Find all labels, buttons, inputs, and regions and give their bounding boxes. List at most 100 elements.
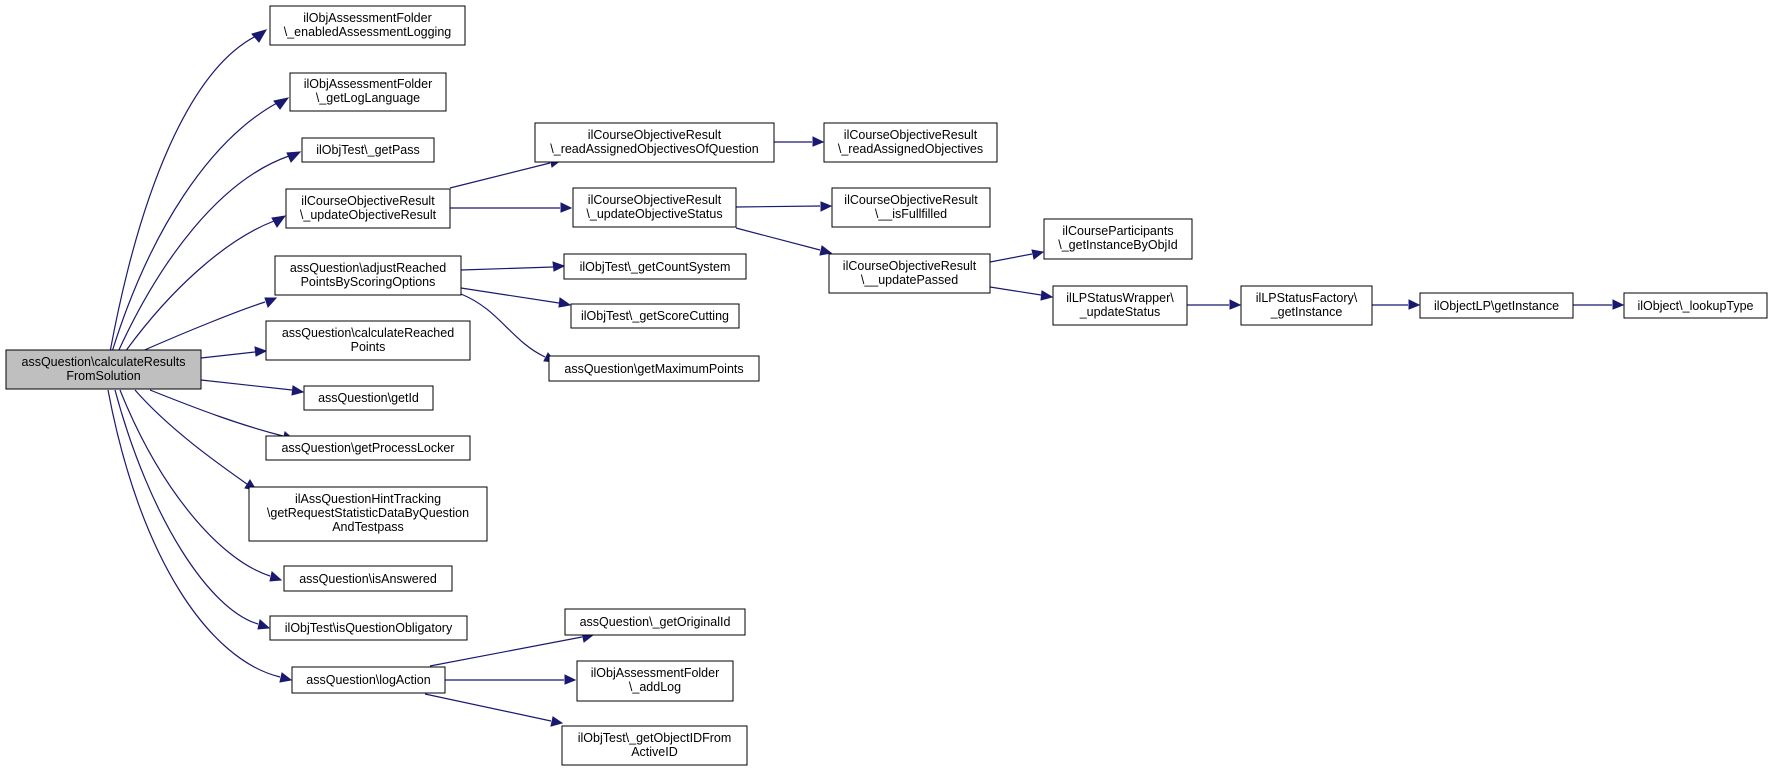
node-read-assigned-objectives-of-question[interactable]: ilCourseObjectiveResult \_readAssignedOb… bbox=[534, 122, 775, 163]
node-label-line: ilObject\_lookupType bbox=[1637, 299, 1753, 313]
node-label-line: \_enabledAssessmentLogging bbox=[284, 25, 452, 39]
node-hint-tracking-request-statistic[interactable]: ilAssQuestionHintTracking \getRequestSta… bbox=[248, 486, 488, 542]
node-label-line: assQuestion\calculateResults bbox=[22, 355, 186, 369]
node-get-id[interactable]: assQuestion\getId bbox=[303, 385, 434, 411]
node-lp-status-factory-get-instance[interactable]: ilLPStatusFactory\ _getInstance bbox=[1240, 285, 1373, 326]
node-label-line: PointsByScoringOptions bbox=[301, 275, 436, 289]
node-label-line: \_updateObjectiveStatus bbox=[586, 207, 722, 221]
node-label-line: \_getLogLanguage bbox=[316, 91, 420, 105]
node-log-action[interactable]: assQuestion\logAction bbox=[291, 666, 446, 694]
node-is-question-obligatory[interactable]: ilObjTest\isQuestionObligatory bbox=[269, 615, 468, 641]
node-get-log-language[interactable]: ilObjAssessmentFolder \_getLogLanguage bbox=[289, 72, 447, 112]
node-root-calculate-results-from-solution[interactable]: assQuestion\calculateResults FromSolutio… bbox=[5, 349, 202, 390]
node-object-lookup-type[interactable]: ilObject\_lookupType bbox=[1623, 292, 1768, 319]
node-is-answered[interactable]: assQuestion\isAnswered bbox=[283, 565, 453, 592]
node-label-line: AndTestpass bbox=[332, 520, 404, 534]
node-label-line: \_readAssignedObjectivesOfQuestion bbox=[550, 142, 758, 156]
node-label-line: ilLPStatusWrapper\ bbox=[1066, 291, 1174, 305]
node-label-line: ilCourseObjectiveResult bbox=[843, 259, 977, 273]
node-get-process-locker[interactable]: assQuestion\getProcessLocker bbox=[265, 435, 471, 461]
edge-adjust-reached-to-get-score-cutting bbox=[460, 287, 572, 308]
edge-read-assigned-of-question-to-read-assigned bbox=[774, 136, 825, 147]
edge-root-to-get-process-locker bbox=[149, 389, 296, 442]
node-label-line: ilCourseObjectiveResult bbox=[588, 193, 722, 207]
edge-root-to-get-pass bbox=[117, 151, 302, 353]
node-label-line: assQuestion\calculateReached bbox=[282, 326, 454, 340]
edge-root-to-calculate-reached bbox=[200, 346, 268, 359]
node-label-line: ilObjTest\isQuestionObligatory bbox=[285, 621, 453, 635]
node-label-line: ilObjAssessmentFolder bbox=[303, 11, 432, 25]
node-label-line: \getRequestStatisticDataByQuestion bbox=[267, 506, 469, 520]
edge-root-to-is-question-obligatory bbox=[114, 389, 271, 630]
node-label-line: ActiveID bbox=[631, 745, 678, 759]
call-edges bbox=[107, 29, 1625, 727]
edge-adjust-reached-to-get-count-system bbox=[460, 261, 566, 272]
node-object-lp-get-instance[interactable]: ilObjectLP\getInstance bbox=[1419, 292, 1574, 319]
edge-update-passed-to-get-instance-by-obj-id bbox=[989, 249, 1045, 263]
node-enabled-assessment-logging[interactable]: ilObjAssessmentFolder \_enabledAssessmen… bbox=[269, 5, 466, 46]
node-label-line: assQuestion\getProcessLocker bbox=[281, 441, 454, 455]
node-get-original-id[interactable]: assQuestion\_getOriginalId bbox=[564, 608, 746, 636]
edge-root-to-log-action bbox=[107, 389, 293, 683]
node-label-line: ilCourseObjectiveResult bbox=[588, 128, 722, 142]
node-get-count-system[interactable]: ilObjTest\_getCountSystem bbox=[563, 253, 747, 280]
node-is-fullfilled[interactable]: ilCourseObjectiveResult \__isFullfilled bbox=[831, 187, 991, 228]
node-label-line: ilObjAssessmentFolder bbox=[304, 77, 433, 91]
edge-root-to-is-answered bbox=[119, 389, 283, 582]
edge-update-objective-result-to-update-objective-status bbox=[450, 202, 573, 213]
node-get-instance-by-obj-id[interactable]: ilCourseParticipants \_getInstanceByObjI… bbox=[1043, 218, 1193, 260]
edge-lp-factory-to-object-lp bbox=[1372, 299, 1421, 310]
node-update-objective-result[interactable]: ilCourseObjectiveResult \_updateObjectiv… bbox=[285, 188, 451, 229]
node-label-line: _updateStatus bbox=[1079, 305, 1161, 319]
edge-log-action-to-add-log bbox=[445, 674, 577, 685]
node-label-line: assQuestion\isAnswered bbox=[299, 572, 437, 586]
node-label-line: ilObjAssessmentFolder bbox=[591, 666, 720, 680]
node-label-line: ilObjectLP\getInstance bbox=[1434, 299, 1559, 313]
node-label-line: FromSolution bbox=[66, 369, 140, 383]
node-adjust-reached-points[interactable]: assQuestion\adjustReached PointsByScorin… bbox=[274, 255, 462, 296]
node-label-line: assQuestion\getId bbox=[318, 391, 419, 405]
node-label-line: \__updatePassed bbox=[861, 273, 958, 287]
node-label-line: assQuestion\adjustReached bbox=[290, 261, 446, 275]
node-label-line: ilLPStatusFactory\ bbox=[1256, 291, 1358, 305]
node-get-object-id-from-active-id[interactable]: ilObjTest\_getObjectIDFrom ActiveID bbox=[561, 725, 748, 766]
call-nodes: assQuestion\calculateResults FromSolutio… bbox=[5, 5, 1768, 766]
node-label-line: ilCourseParticipants bbox=[1062, 224, 1173, 238]
node-label-line: \__isFullfilled bbox=[875, 207, 947, 221]
edge-update-objective-status-to-is-fullfilled bbox=[735, 201, 833, 212]
edge-root-to-get-id bbox=[200, 379, 305, 396]
node-label-line: ilCourseObjectiveResult bbox=[844, 193, 978, 207]
edge-root-to-enabled-logging bbox=[109, 29, 268, 353]
node-get-score-cutting[interactable]: ilObjTest\_getScoreCutting bbox=[570, 303, 740, 329]
node-read-assigned-objectives[interactable]: ilCourseObjectiveResult \_readAssignedOb… bbox=[823, 122, 998, 163]
node-label-line: ilCourseObjectiveResult bbox=[301, 194, 435, 208]
node-label-line: ilObjTest\_getPass bbox=[316, 143, 420, 157]
node-update-objective-status[interactable]: ilCourseObjectiveResult \_updateObjectiv… bbox=[572, 187, 737, 228]
edge-root-to-hint-tracking bbox=[134, 389, 257, 491]
edge-update-passed-to-lp-update-status bbox=[989, 286, 1054, 301]
node-lp-status-wrapper-update-status[interactable]: ilLPStatusWrapper\ _updateStatus bbox=[1052, 285, 1188, 326]
node-label-line: \_readAssignedObjectives bbox=[838, 142, 983, 156]
node-add-log[interactable]: ilObjAssessmentFolder \_addLog bbox=[576, 660, 734, 702]
node-update-passed[interactable]: ilCourseObjectiveResult \__updatePassed bbox=[828, 253, 991, 294]
node-get-maximum-points[interactable]: assQuestion\getMaximumPoints bbox=[548, 355, 760, 382]
edge-root-to-get-log-language bbox=[111, 97, 290, 353]
node-label-line: \_getInstanceByObjId bbox=[1058, 238, 1178, 252]
node-label-line: Points bbox=[351, 340, 386, 354]
node-label-line: assQuestion\_getOriginalId bbox=[580, 615, 731, 629]
node-label-line: ilObjTest\_getObjectIDFrom bbox=[578, 731, 732, 745]
node-get-pass[interactable]: ilObjTest\_getPass bbox=[301, 137, 435, 163]
edge-update-objective-status-to-update-passed bbox=[735, 227, 833, 256]
edge-root-to-adjust-reached bbox=[139, 297, 278, 353]
node-label-line: ilCourseObjectiveResult bbox=[844, 128, 978, 142]
node-calculate-reached-points[interactable]: assQuestion\calculateReached Points bbox=[265, 320, 471, 361]
node-label-line: ilAssQuestionHintTracking bbox=[295, 492, 441, 506]
node-label-line: ilObjTest\_getScoreCutting bbox=[581, 309, 729, 323]
node-label-line: \_updateObjectiveResult bbox=[300, 208, 437, 222]
node-label-line: ilObjTest\_getCountSystem bbox=[580, 260, 731, 274]
node-label-line: \_addLog bbox=[629, 680, 681, 694]
edge-adjust-reached-to-get-maximum-points bbox=[460, 293, 557, 363]
node-label-line: _getInstance bbox=[1270, 305, 1343, 319]
edge-lp-update-status-to-lp-factory bbox=[1187, 299, 1242, 310]
